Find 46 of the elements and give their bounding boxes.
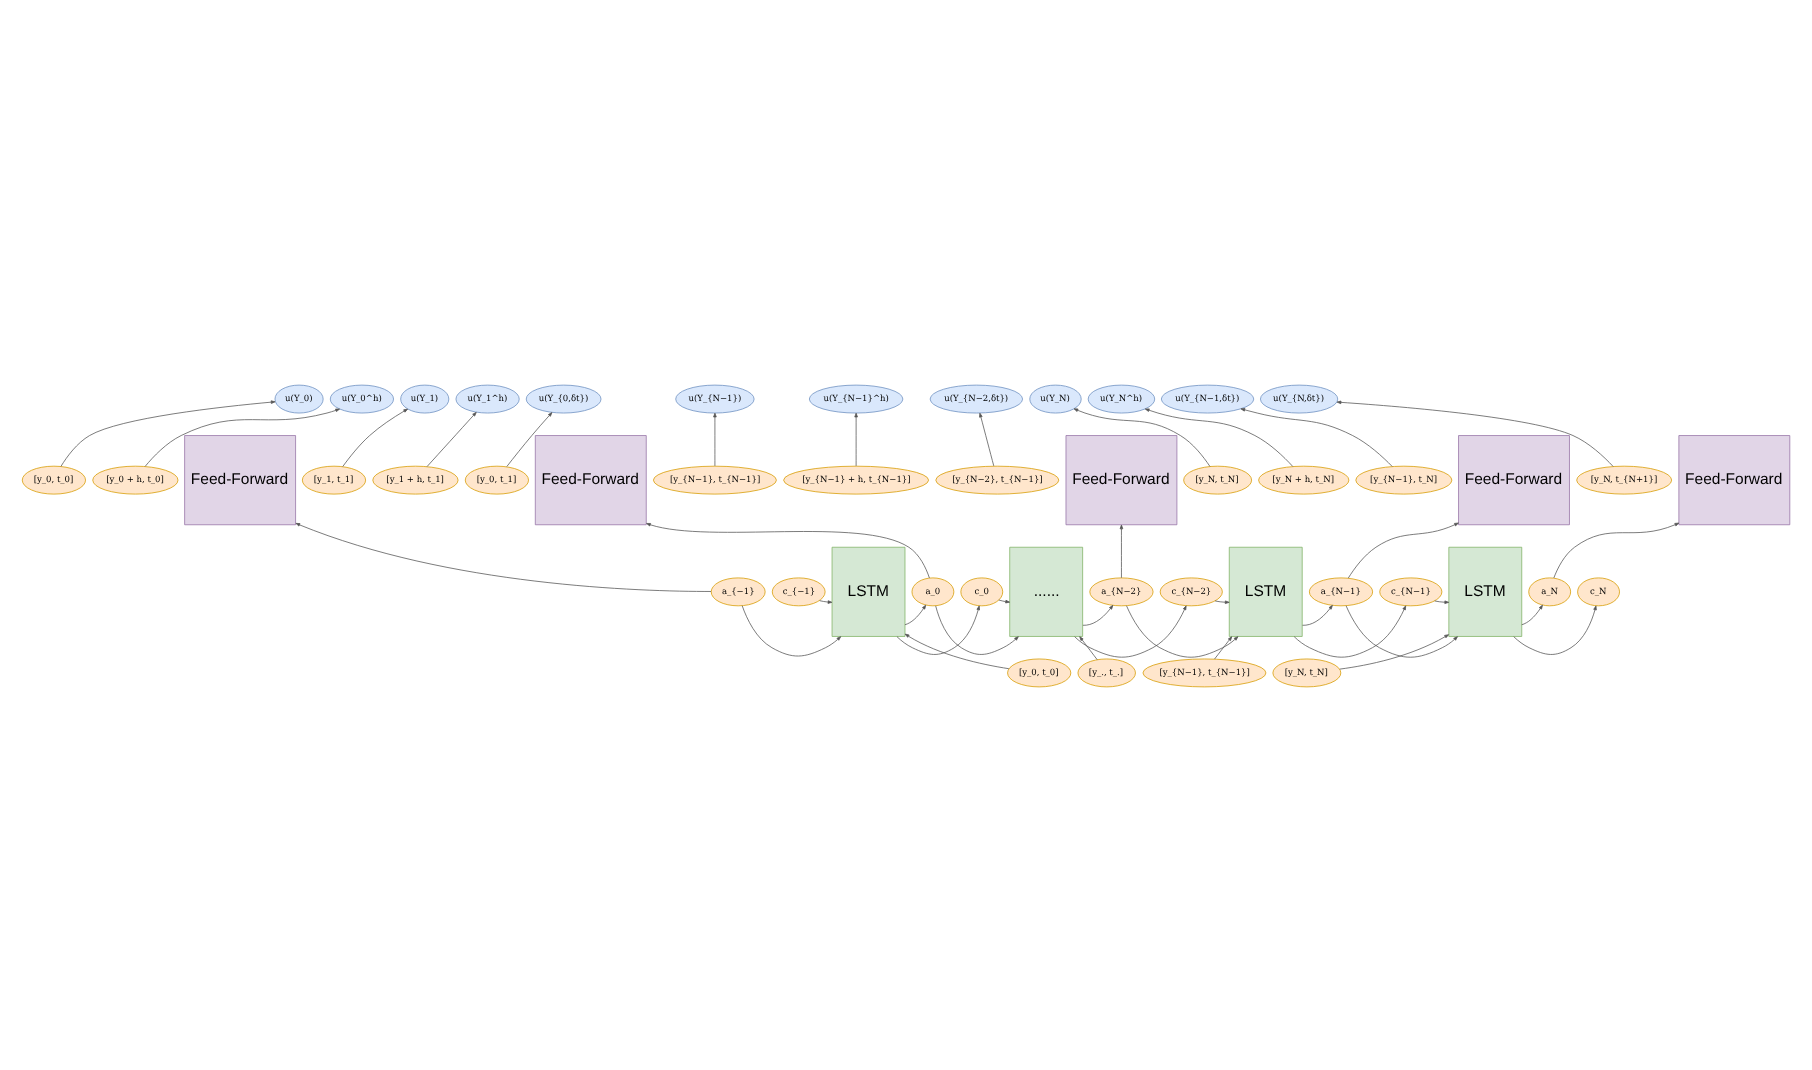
arrow — [1521, 603, 1543, 625]
arrow — [295, 521, 712, 591]
arrow — [979, 411, 995, 466]
arrow — [1119, 523, 1124, 578]
node-box: Feed-Forward — [534, 434, 647, 525]
arrow — [896, 604, 980, 654]
arrow — [1144, 407, 1294, 466]
arrow — [144, 407, 340, 466]
arrow — [1336, 399, 1614, 466]
arrow — [935, 604, 1019, 654]
node-box: Feed-Forward — [1678, 434, 1791, 525]
arrow — [1434, 599, 1450, 603]
arrow — [646, 522, 930, 578]
arrow — [904, 603, 927, 625]
arrow — [426, 410, 477, 466]
arrow — [1079, 635, 1098, 660]
arrow — [1513, 604, 1597, 654]
arrow — [1126, 604, 1239, 657]
arrow — [1293, 604, 1407, 657]
node-box: Feed-Forward — [1458, 434, 1570, 525]
node-box: Feed-Forward — [1065, 434, 1178, 525]
arrow — [1347, 521, 1459, 578]
arrow — [998, 598, 1010, 603]
arrow — [1345, 604, 1458, 657]
arrow — [741, 604, 842, 656]
node-box: ...... — [1009, 545, 1084, 636]
arrow — [506, 411, 553, 466]
arrow — [60, 399, 276, 466]
arrow — [713, 411, 717, 466]
node-box: LSTM — [1448, 545, 1523, 636]
arrow — [1553, 521, 1680, 578]
node-box: Feed-Forward — [184, 434, 296, 525]
arrow — [1339, 633, 1449, 669]
node-box: LSTM — [1228, 545, 1303, 636]
arrow — [1074, 604, 1187, 657]
arrow — [854, 411, 858, 466]
arrow — [1073, 407, 1211, 466]
node-box: LSTM — [831, 545, 906, 636]
arrow — [1240, 407, 1393, 466]
arrow — [1214, 599, 1230, 603]
arrow — [1302, 604, 1333, 625]
arrow — [342, 407, 409, 466]
arrow — [1082, 604, 1114, 625]
arrow — [819, 599, 833, 603]
arrow — [904, 632, 1010, 669]
arrow — [1214, 635, 1233, 659]
